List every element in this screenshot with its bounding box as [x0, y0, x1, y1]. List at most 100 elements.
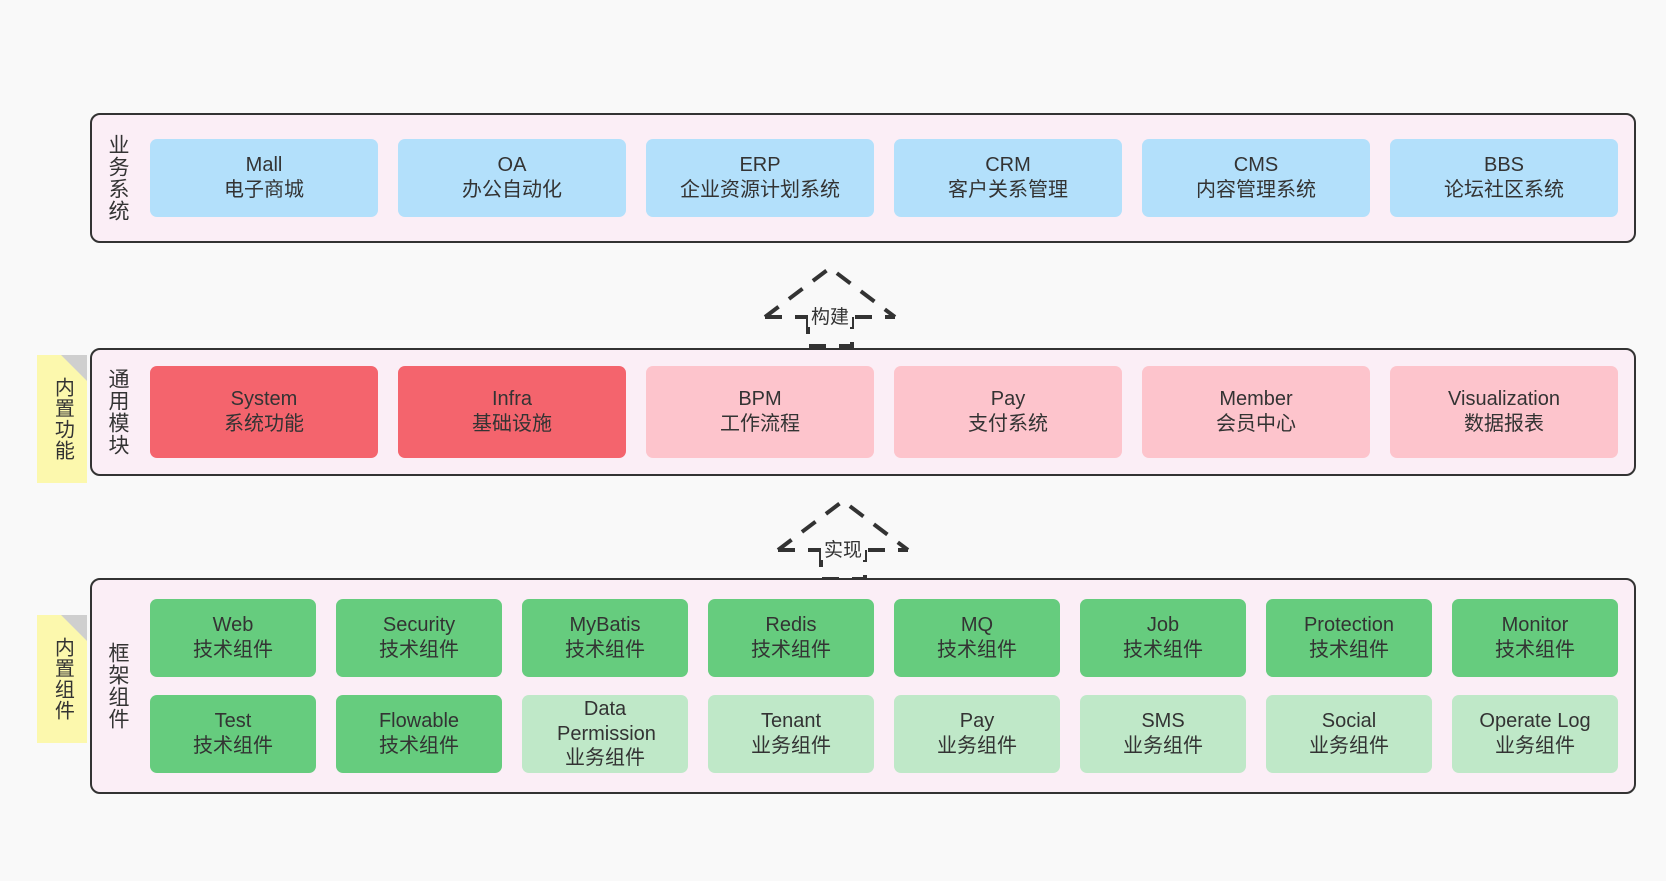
card-monitor[interactable]: Monitor 技术组件	[1452, 599, 1618, 677]
card-subtitle: 技术组件	[379, 735, 459, 757]
card-subtitle: 技术组件	[1309, 639, 1389, 661]
card-title: BBS	[1483, 154, 1525, 177]
note-label: 内置组件	[51, 637, 74, 721]
card-subtitle: 业务组件	[1123, 735, 1203, 757]
card-title: Pay	[959, 710, 995, 733]
card-title: Flowable	[378, 710, 460, 733]
card-row: Mall 电子商城 OA 办公自动化 ERP 企业资源计划系统 CRM 客户关系…	[150, 139, 1618, 217]
card-subtitle: 技术组件	[1123, 639, 1203, 661]
note-label: 内置功能	[51, 377, 74, 461]
card-subtitle: 基础设施	[472, 413, 552, 435]
card-subtitle: 数据报表	[1464, 413, 1544, 435]
card-mall[interactable]: Mall 电子商城	[150, 139, 378, 217]
card-security[interactable]: Security 技术组件	[336, 599, 502, 677]
card-pay[interactable]: Pay 支付系统	[894, 366, 1122, 458]
card-subtitle: 论坛社区系统	[1444, 179, 1564, 201]
card-subtitle: 系统功能	[224, 413, 304, 435]
card-title: Security	[382, 614, 456, 637]
card-infra[interactable]: Infra 基础设施	[398, 366, 626, 458]
card-title: Member	[1219, 388, 1293, 411]
card-title: Pay	[990, 388, 1026, 411]
arrow-implement: 实现	[773, 495, 923, 581]
card-redis[interactable]: Redis 技术组件	[708, 599, 874, 677]
card-title: System	[230, 388, 298, 411]
layer-body-business-system: Mall 电子商城 OA 办公自动化 ERP 企业资源计划系统 CRM 客户关系…	[142, 115, 1634, 241]
card-title: BPM	[738, 388, 782, 411]
card-protection[interactable]: Protection 技术组件	[1266, 599, 1432, 677]
card-subtitle: 业务组件	[751, 735, 831, 757]
card-mq[interactable]: MQ 技术组件	[894, 599, 1060, 677]
card-sms[interactable]: SMS 业务组件	[1080, 695, 1246, 773]
card-tenant[interactable]: Tenant 业务组件	[708, 695, 874, 773]
arrow-shaft	[819, 550, 867, 581]
card-title: ERP	[739, 154, 781, 177]
arrow-head-outline	[776, 498, 910, 552]
card-subtitle: 业务组件	[1495, 735, 1575, 757]
card-test[interactable]: Test 技术组件	[150, 695, 316, 773]
card-subtitle: 支付系统	[968, 413, 1048, 435]
card-subtitle: 内容管理系统	[1196, 179, 1316, 201]
layer-common-module: 通用模块 System 系统功能 Infra 基础设施 BPM 工作流程 Pay	[90, 348, 1636, 476]
card-flowable[interactable]: Flowable 技术组件	[336, 695, 502, 773]
card-row: Test 技术组件 Flowable 技术组件 Data Permission …	[150, 695, 1618, 773]
card-subtitle: 业务组件	[565, 747, 645, 770]
card-operate-log[interactable]: Operate Log 业务组件	[1452, 695, 1618, 773]
card-subtitle: 技术组件	[193, 639, 273, 661]
card-title: CRM	[985, 154, 1031, 177]
note-builtin-components: 内置组件	[37, 615, 87, 743]
card-title: Redis	[765, 614, 817, 637]
arrow-build-label: 构建	[808, 308, 853, 327]
card-title: SMS	[1141, 710, 1185, 733]
card-title: Job	[1146, 614, 1180, 637]
card-title: Operate Log	[1479, 710, 1591, 733]
card-subtitle: 电子商城	[224, 179, 304, 201]
card-title: Web	[212, 614, 254, 637]
card-mybatis[interactable]: MyBatis 技术组件	[522, 599, 688, 677]
card-subtitle: 技术组件	[1495, 639, 1575, 661]
note-builtin-features: 内置功能	[37, 355, 87, 483]
layer-body-framework-component: Web 技术组件 Security 技术组件 MyBatis 技术组件 Redi…	[142, 580, 1634, 792]
card-crm[interactable]: CRM 客户关系管理	[894, 139, 1122, 217]
card-pay-business[interactable]: Pay 业务组件	[894, 695, 1060, 773]
card-oa[interactable]: OA 办公自动化	[398, 139, 626, 217]
card-web[interactable]: Web 技术组件	[150, 599, 316, 677]
card-title: CMS	[1233, 154, 1279, 177]
card-subtitle: 技术组件	[937, 639, 1017, 661]
card-title: Tenant	[760, 710, 822, 733]
card-subtitle: 企业资源计划系统	[680, 179, 840, 201]
card-job[interactable]: Job 技术组件	[1080, 599, 1246, 677]
card-system[interactable]: System 系统功能	[150, 366, 378, 458]
card-title: MyBatis	[569, 614, 641, 637]
card-visualization[interactable]: Visualization 数据报表	[1390, 366, 1618, 458]
card-bpm[interactable]: BPM 工作流程	[646, 366, 874, 458]
card-erp[interactable]: ERP 企业资源计划系统	[646, 139, 874, 217]
card-subtitle: 技术组件	[565, 639, 645, 661]
layer-business-system: 业务系统 Mall 电子商城 OA 办公自动化 ERP 企业资源计划系统 CRM	[90, 113, 1636, 243]
layer-body-common-module: System 系统功能 Infra 基础设施 BPM 工作流程 Pay 支付系统…	[142, 350, 1634, 474]
card-title: Monitor	[1501, 614, 1569, 637]
card-subtitle: 会员中心	[1216, 413, 1296, 435]
card-title: Data Permission	[557, 697, 656, 745]
card-member[interactable]: Member 会员中心	[1142, 366, 1370, 458]
card-title: Social	[1321, 710, 1377, 733]
card-data-permission[interactable]: Data Permission 业务组件	[522, 695, 688, 773]
card-cms[interactable]: CMS 内容管理系统	[1142, 139, 1370, 217]
note-fold-corner-icon	[61, 615, 87, 641]
card-bbs[interactable]: BBS 论坛社区系统	[1390, 139, 1618, 217]
card-social[interactable]: Social 业务组件	[1266, 695, 1432, 773]
card-title: OA	[497, 154, 527, 177]
card-subtitle: 办公自动化	[462, 179, 562, 201]
arrow-shaft	[806, 317, 854, 348]
card-title: Test	[214, 710, 252, 733]
card-row: System 系统功能 Infra 基础设施 BPM 工作流程 Pay 支付系统…	[150, 366, 1618, 458]
card-title: Infra	[491, 388, 533, 411]
card-subtitle: 客户关系管理	[948, 179, 1068, 201]
layer-title-common-module: 通用模块	[105, 368, 129, 456]
layer-title-business-system: 业务系统	[105, 134, 129, 222]
card-subtitle: 工作流程	[720, 413, 800, 435]
card-subtitle: 业务组件	[937, 735, 1017, 757]
layer-framework-component: 框架组件 Web 技术组件 Security 技术组件 MyBatis 技术组件…	[90, 578, 1636, 794]
card-row: Web 技术组件 Security 技术组件 MyBatis 技术组件 Redi…	[150, 599, 1618, 677]
card-title: Visualization	[1448, 388, 1560, 411]
